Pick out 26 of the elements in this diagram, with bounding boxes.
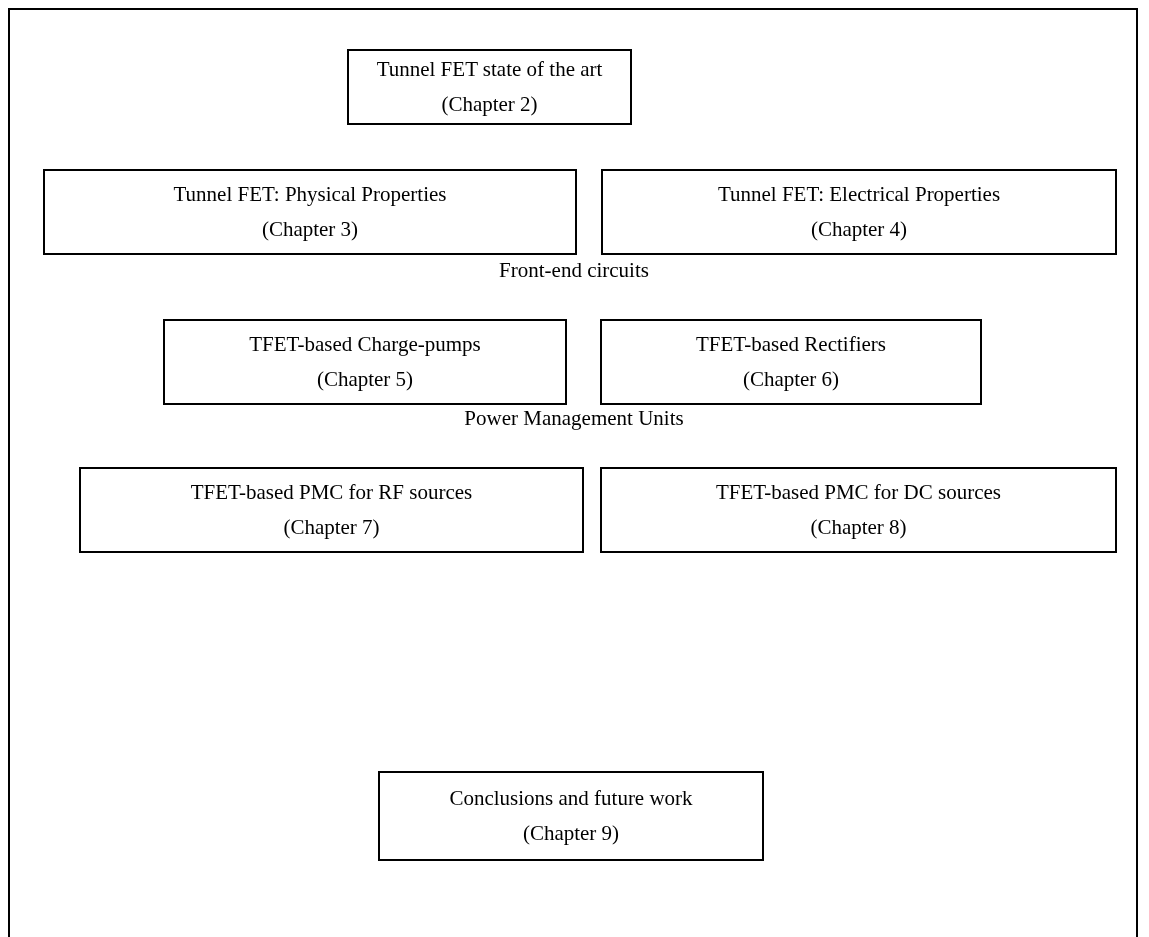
chapter-title: Tunnel FET: Electrical Properties [717,181,1001,208]
chapter-title: TFET-based PMC for RF sources [190,479,473,506]
chapter-number: (Chapter 6) [742,366,840,393]
chapter-number: (Chapter 9) [522,820,620,847]
chapter-number: (Chapter 7) [283,514,380,541]
chapter-number: (Chapter 3) [261,216,359,243]
chapter-box [347,49,632,125]
section-heading: Power Management Units [464,406,684,431]
chapter-number: (Chapter 5) [316,366,414,393]
chapter-number: (Chapter 8) [810,514,907,541]
chapter-title: TFET-based Charge-pumps [249,331,481,358]
chapter-box [378,771,764,861]
chapter-title: TFET-based Rectifiers [696,331,886,358]
chapter-number: (Chapter 4) [810,216,908,243]
chapter-title: Tunnel FET state of the art [376,56,603,83]
chapter-number: (Chapter 2) [441,91,538,118]
chapter-title: Conclusions and future work [449,785,693,812]
chapter-box [79,467,584,553]
chapter-box [601,169,1117,255]
chapter-box [600,319,982,405]
chapter-title: TFET-based PMC for DC sources [715,479,1001,506]
chapter-title: Tunnel FET: Physical Properties [173,181,447,208]
chapter-box [43,169,577,255]
section-heading: Front-end circuits [499,258,649,283]
chapter-box [163,319,567,405]
chapter-box [600,467,1117,553]
